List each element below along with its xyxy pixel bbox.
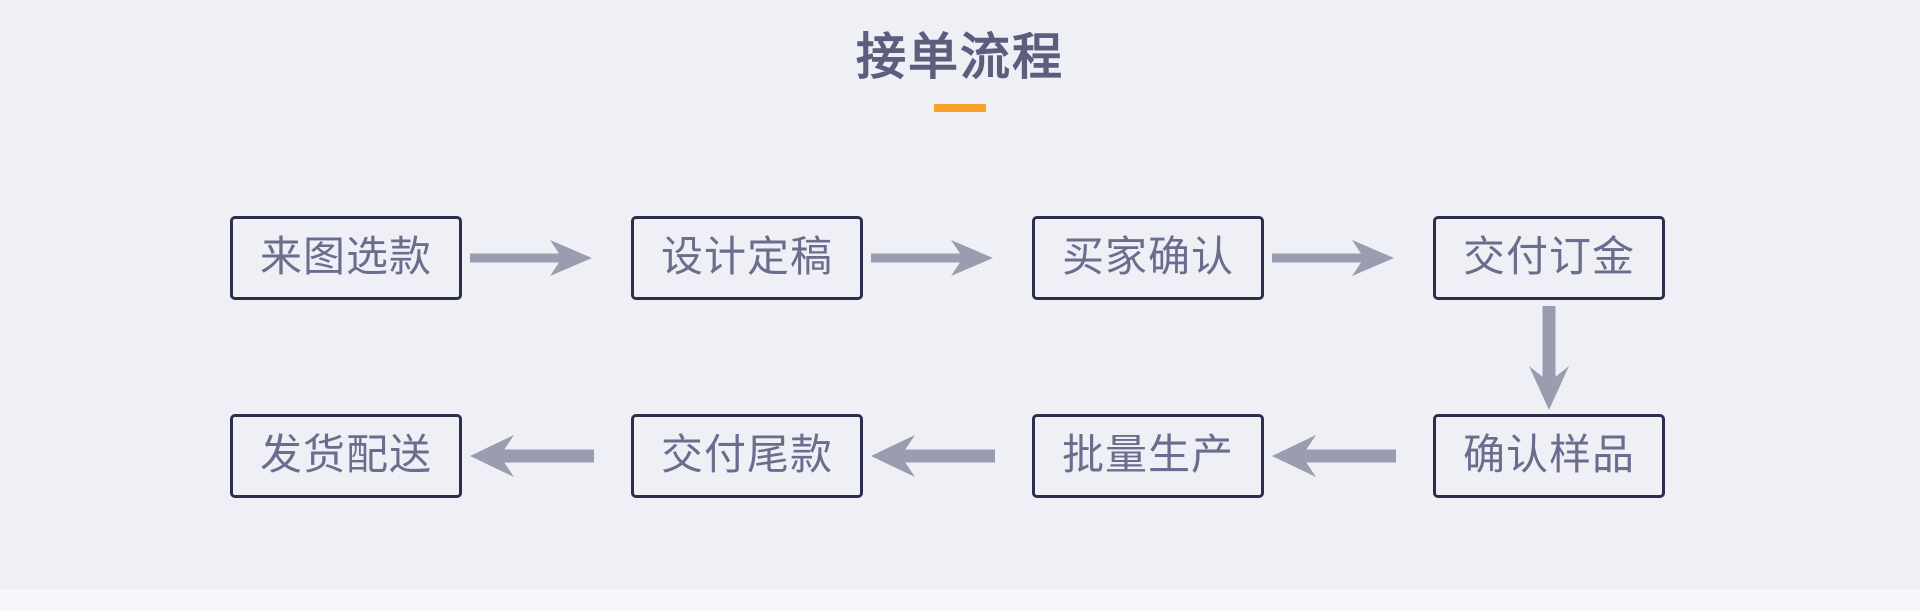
flow-node-3-label: 买家确认	[1061, 235, 1234, 281]
flow-node-6[interactable]: 批量生产	[1032, 414, 1264, 498]
flow-node-7-label: 交付尾款	[660, 433, 833, 479]
arrow-right-icon-1	[466, 232, 598, 284]
flow-node-5-label: 确认样品	[1462, 433, 1635, 479]
flow-node-4-label: 交付订金	[1462, 235, 1635, 281]
page-title-block: 接单流程	[0, 24, 1920, 117]
arrow-right-icon-3	[1268, 232, 1400, 284]
page-title: 接单流程	[856, 29, 1064, 85]
flow-node-2[interactable]: 设计定稿	[631, 216, 863, 300]
flow-node-1-label: 来图选款	[259, 235, 432, 281]
flow-node-6-label: 批量生产	[1061, 433, 1234, 479]
flow-node-8[interactable]: 发货配送	[230, 414, 462, 498]
flow-node-7[interactable]: 交付尾款	[631, 414, 863, 498]
arrow-right-icon-2	[867, 232, 999, 284]
arrow-left-icon-3	[466, 430, 598, 482]
flow-node-4[interactable]: 交付订金	[1433, 216, 1665, 300]
flow-node-5[interactable]: 确认样品	[1433, 414, 1665, 498]
arrow-left-icon-2	[867, 430, 999, 482]
arrow-down-icon	[1521, 302, 1577, 414]
flow-node-1[interactable]: 来图选款	[230, 216, 462, 300]
bottom-strip	[0, 589, 1920, 611]
flow-node-2-label: 设计定稿	[660, 235, 833, 281]
arrow-left-icon-1	[1268, 430, 1400, 482]
flow-node-3[interactable]: 买家确认	[1032, 216, 1264, 300]
title-accent-bar	[934, 104, 986, 112]
flow-node-8-label: 发货配送	[259, 433, 432, 479]
